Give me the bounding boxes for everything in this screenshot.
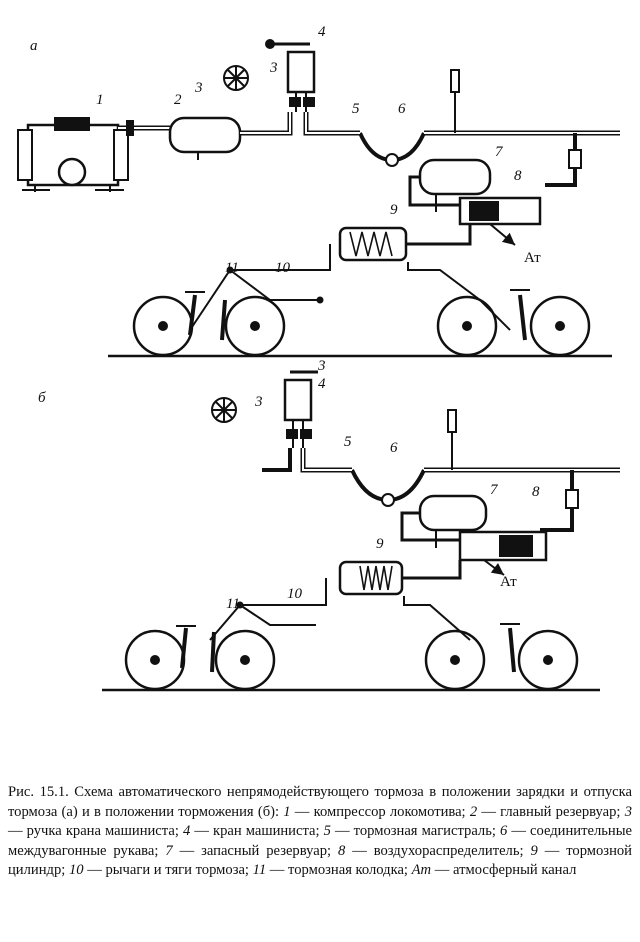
label-6: 6 [398,101,406,117]
label-5: 5 [352,101,360,117]
label-9: 9 [390,202,398,218]
legend-number: 11 [252,862,267,879]
drivers-valve [283,370,318,448]
legend-number: 10 [68,862,84,879]
legend-text: — рычаги и тяги тормоза; [83,862,253,879]
legend-text: — тормозная магистраль; [330,823,500,840]
panel-a: а [17,24,620,358]
legend-item: 3 — ручка крана машиниста; [8,804,632,840]
panel-a-letter: а [30,38,38,54]
legend-number: 8 [337,842,346,859]
legend-number: 2 [469,803,478,820]
legend-number: 3 [624,803,632,820]
label-4: 4 [318,24,326,40]
handle-dial [223,65,249,91]
label-10: 10 [275,260,291,276]
legend-number: 1 [283,803,291,820]
legend-text: — соединительные междувагонные рукава; [8,823,633,859]
legend-item: 11 — тормозная колодка; [253,862,412,878]
wheel [517,629,579,691]
legend-number: 5 [323,823,331,840]
wheel [124,629,186,691]
legend-text: — воздухораспределитель; [345,842,531,859]
label-at: Ат [524,250,541,266]
legend-item: 9 — тормозной цилиндр; [8,843,632,879]
legend-item: 1 — компрессор локомотива; [283,804,470,820]
figure-caption: Рис. 15.1. Схема автоматического непрямо… [8,783,632,881]
label-7: 7 [495,144,504,160]
auxiliary-reservoir [418,158,492,196]
label-5: 5 [344,434,352,450]
label-8: 8 [532,484,540,500]
label-3b: 3 [317,358,326,374]
legend-text: — атмосферный канал [431,862,577,879]
brake-cylinder [338,224,472,262]
legend-text: — тормозная колодка; [266,862,412,879]
label-3a: 3 [254,394,263,410]
legend-text: — тормозной цилиндр; [8,842,632,879]
legend-item: 2 — главный резервуар; [470,804,625,820]
label-11: 11 [226,596,240,612]
legend-item: 7 — запасный резервуар; [165,843,338,859]
wheel [132,295,194,357]
compressor [17,117,129,192]
label-6: 6 [390,440,398,456]
legend-item: 10 — рычаги и тяги тормоза; [69,862,253,878]
auxiliary-reservoir [418,494,488,532]
legend-text: — запасный резервуар; [172,842,338,859]
label-3b: 3 [269,60,278,76]
legend-number: 9 [530,842,538,859]
legend-item: Ат — атмосферный канал [412,862,577,878]
main-reservoir [168,116,242,154]
panel-b: б [38,358,620,692]
legend-text: — главный резервуар; [477,803,625,820]
legend-item: 4 — кран машиниста; [183,823,324,839]
label-8: 8 [514,168,522,184]
legend-number: 7 [165,842,173,859]
label-2: 2 [174,92,182,108]
label-1: 1 [96,92,104,108]
brake-schematic: а [17,24,620,692]
wheel [424,629,486,691]
legend-item: 5 — тормозная магистраль; [324,823,500,839]
handle-dial [211,397,237,423]
drivers-valve [265,39,316,112]
label-at: Ат [500,574,517,590]
wheel [436,295,498,357]
wheel [214,629,276,691]
caption-title: Рис. 15.1. Схема автоматического непрямо… [8,784,632,820]
label-10: 10 [287,586,303,602]
caption-legend: 1 — компрессор локомотива; 2 — главный р… [8,804,632,879]
legend-number: 4 [182,823,191,840]
legend-number: Ат [411,862,432,879]
label-4: 4 [318,376,326,392]
label-3a: 3 [194,80,203,96]
legend-text: — компрессор локомотива; [290,803,470,820]
label-9: 9 [376,536,384,552]
legend-text: — ручка крана машиниста; [8,823,183,840]
wheel [529,295,591,357]
legend-item: 8 — воздухораспределитель; [338,843,531,859]
label-7: 7 [490,482,499,498]
label-11: 11 [225,260,239,276]
legend-item: 6 — соединительные междувагонные рукава; [8,823,632,859]
legend-text: — кран машиниста; [190,823,324,840]
brake-cylinder [338,560,462,596]
wheel [224,295,286,357]
panel-b-letter: б [38,390,46,406]
legend-number: 6 [500,823,508,840]
